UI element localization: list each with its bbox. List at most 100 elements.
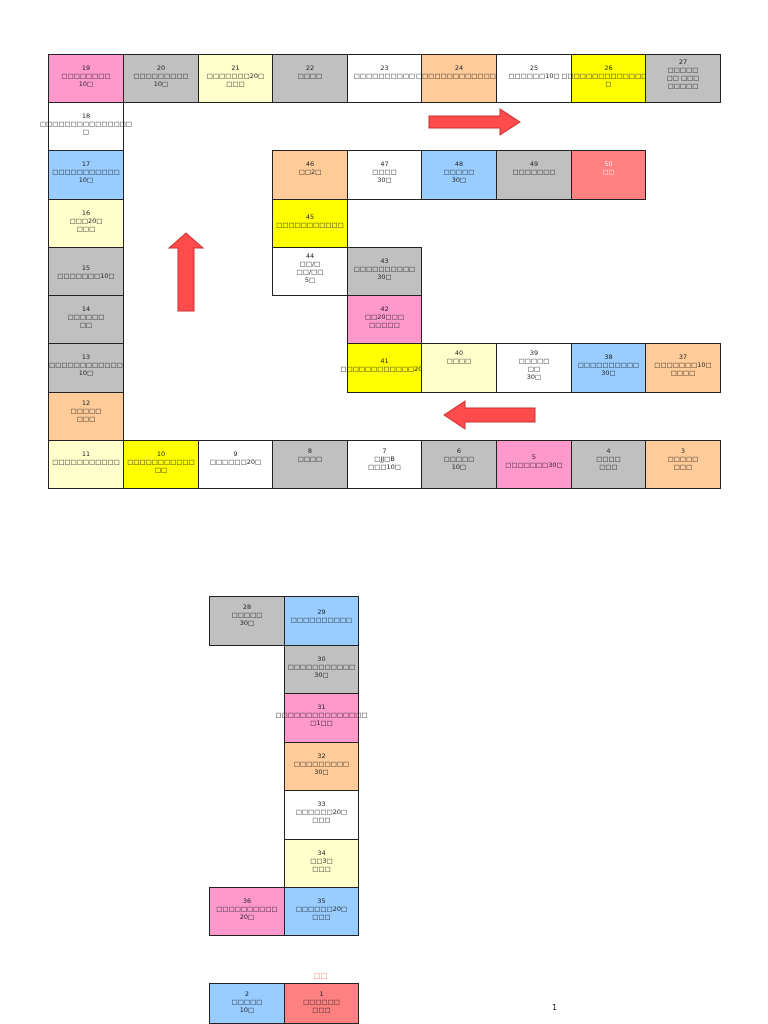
square-number: 34 [317,849,326,857]
square-number: 40 [454,349,464,357]
arrow-right-icon [428,108,521,136]
square-number: 37 [678,353,688,361]
square-number: 30 [317,655,326,663]
square-29: 29□□□□□□□□□□ [284,596,359,646]
square-text: □□□□□□□□□□□□ 10□ [49,361,123,377]
square-text: □□□□ [297,72,323,80]
arrow-up-icon [167,232,205,312]
square-46: 46□□2□ [272,150,348,200]
square-text: □□20□□□ □□□□□ [365,313,404,329]
square-text: □□□□□□ □□ [67,313,105,329]
square-48: 48□□□□□ 30□ [421,150,497,200]
arrow-left-shape [443,400,536,430]
square-41: 41□□□□□□□□□□□□20□ [340,343,429,393]
square-number: 33 [317,800,326,808]
square-number: 10 [156,450,166,458]
square-text: □□□□□ 10□ [231,998,263,1014]
square-43: 43□□□□□□□□□□ 30□ [347,247,422,296]
square-text: □□□□□□□□□□ 30□ [353,265,416,281]
square-text: □□□□□□□□□□□ [276,221,344,229]
square-number: 36 [242,897,252,905]
square-text: □□□□□□20□ □□□ [295,905,348,921]
square-26: 26□□□□□□□□□□□□□□30 □ [561,54,656,103]
square-text: □□□□ [297,455,323,463]
square-9: 9□□□□□□20□ [198,440,273,489]
square-text: □□□□□□□□□□□ 10□ [52,168,120,184]
square-49: 49□□□□□□□ [496,150,572,200]
square-number: 13 [81,353,91,361]
square-text: □□□□□ □□□ [667,455,699,471]
square-number: 25 [529,64,539,72]
square-42: 42□□20□□□ □□□□□ [347,295,422,344]
square-number: 5 [531,453,537,461]
square-21: 21□□□□□□□20□ □□□ [198,54,273,103]
square-text: □□□□□□□□□□□□20□ [340,365,429,373]
square-text: □□□□ 30□ [372,168,397,184]
square-number: 8 [307,447,313,455]
square-text: □□□□□ □□ □□□ □□□□□ [666,66,700,90]
square-text: □□□□□□20□ [209,458,262,466]
square-text: □□□□□□□10□ [57,272,115,280]
square-15: 15□□□□□□□10□ [48,247,124,296]
square-text: □□□20□ □□□ [69,217,103,233]
square-37: 37□□□□□□□10□ □□□□ [645,343,721,393]
square-number: 44 [305,252,315,260]
square-number: 47 [380,160,389,168]
square-number: 50 [604,160,613,168]
arrow-right-shape [428,108,521,136]
square-45: 45□□□□□□□□□□□ [272,199,348,248]
square-number: 42 [380,305,389,313]
square-number: 4 [606,447,611,455]
square-14: 14□□□□□□ □□ [48,295,124,344]
square-text: □□□□□□□□□□ [353,72,416,80]
square-10: 10□□□□□□□□□□□ □□ [123,440,199,489]
square-31: 31□□□□□□□□□□□□□□□ □1□□ [275,693,368,743]
square-number: 22 [305,64,315,72]
square-number: 15 [81,264,91,272]
square-16: 16□□□20□ □□□ [48,199,124,248]
square-text: □□□□□□20□ □□□ [295,808,348,824]
square-text: □□□□□□□30□ [505,461,563,469]
square-6: 6□□□□□ 10□ [421,440,497,489]
square-text: □□□□□□10□ [508,72,560,80]
square-number: 49 [529,160,539,168]
square-text: □□□□□□□10□ □□□□ [654,361,712,377]
square-19: 19□□□□□□□□ 10□ [48,54,124,103]
square-38: 38□□□□□□□□□□ 30□ [571,343,646,393]
arrow-up-shape [167,232,205,312]
square-number: 16 [81,209,91,217]
square-28: 28□□□□□ 30□ [209,596,285,646]
square-number: 18 [81,112,91,120]
square-34: 34□□3□ □□□ [284,839,359,888]
square-number: 24 [454,64,464,72]
square-13: 13□□□□□□□□□□□□ 10□ [48,343,124,393]
square-number: 29 [317,608,326,616]
square-number: 45 [305,213,315,221]
square-number: 32 [317,752,326,760]
square-text: □□□□□ □□ 30□ [518,357,550,381]
square-text: □□□□□□□□□□□ [52,458,120,466]
square-8: 8□□□□ [272,440,348,489]
square-text: □□□□□□ □□□ [303,998,340,1014]
square-18: 18□□□□□□□□□□□□□□□ □ [40,102,132,151]
square-7: 7□JJ□B □□□10□ [347,440,422,489]
square-40: 40□□□□ [421,343,497,393]
page-number: 1 [552,1003,558,1012]
square-text: □□□□ □□□ [596,455,621,471]
square-text: □□□□□□□□□ 10□ [133,72,189,88]
square-12: 12□□□□□ □□□ [48,392,124,441]
square-text: □□ [602,168,615,176]
square-text: □□□□□□□□□□□□□□□ □1□□ [275,711,368,727]
square-number: 28 [242,603,252,611]
square-number: 7 [382,447,387,455]
square-17: 17□□□□□□□□□□□ 10□ [48,150,124,200]
square-text: □□□□□□□□□ 30□ [293,760,350,776]
square-number: 2 [244,990,250,998]
square-27: 27□□□□□ □□ □□□ □□□□□ [645,54,721,103]
square-number: 3 [680,447,686,455]
square-text: □□□□□ 30□ [231,611,263,627]
square-44: 44□□/□ □□/□□ 5□ [272,247,348,296]
square-39: 39□□□□□ □□ 30□ [496,343,572,393]
square-50-goal: 50□□ [571,150,646,200]
square-32: 32□□□□□□□□□ 30□ [284,742,359,791]
